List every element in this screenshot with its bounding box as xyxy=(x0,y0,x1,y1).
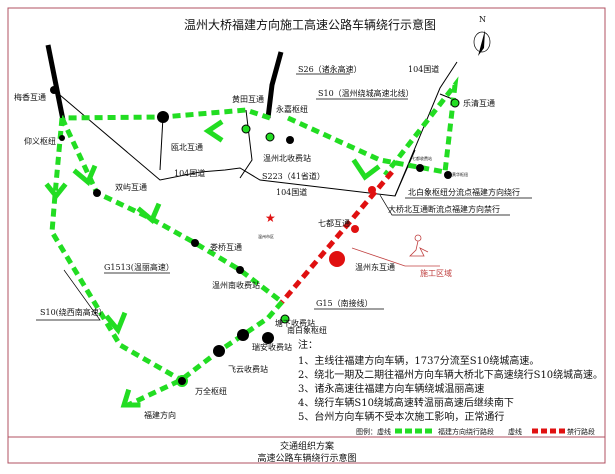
frame xyxy=(7,7,606,464)
label-g1513: G1513(温丽高速） xyxy=(104,262,174,272)
legend: 图例：虚线 福建方向绕行路段 虚线 禁行路段 xyxy=(356,427,595,436)
node-nanbaixiang xyxy=(280,314,290,324)
label-s223: S223（41省道） xyxy=(262,171,325,181)
label-louqiao: 娄桥互通 xyxy=(210,242,242,252)
label-s26: S26（诸永高速） xyxy=(298,64,362,74)
label-huanghua: 黄华枢纽 xyxy=(452,171,468,177)
notes-heading: 注： xyxy=(298,338,318,351)
legend-closed: 禁行路段 xyxy=(567,427,595,436)
node-yueqing xyxy=(450,98,460,108)
node-tangxia xyxy=(262,332,274,344)
label-s10-north: S10（温州绕城高速北线） xyxy=(318,88,414,98)
callout-work-zone: 施工区域 xyxy=(420,268,452,278)
label-huangtian: 黄田互通 xyxy=(232,94,264,104)
label-wanquan: 万全枢纽 xyxy=(195,386,227,396)
legend-detour: 福建方向绕行路段 xyxy=(438,427,494,436)
node-shuangyu xyxy=(93,189,101,197)
label-104-mid: 104国道 xyxy=(174,168,205,178)
label-shuangyu: 双屿互通 xyxy=(115,182,147,192)
label-104-low: 104国道 xyxy=(276,187,307,197)
callout-daqiao: 大桥北互通断流点福建方向禁行 xyxy=(388,204,500,214)
node-huangtian xyxy=(241,124,251,134)
construction-worker-icon xyxy=(351,234,440,267)
map-title: 温州大桥福建方向施工高速公路车辆绕行示意图 xyxy=(184,17,436,32)
node-qidu xyxy=(351,225,359,233)
legend-mid: 虚线 xyxy=(508,427,522,436)
label-yangyi: 仰义枢纽 xyxy=(24,136,56,146)
footer-line-1: 交通组织方案 xyxy=(280,440,334,452)
label-wenzhou-east: 温州东互通 xyxy=(355,262,395,272)
node-daqiao-north xyxy=(368,186,376,194)
legend-prefix: 图例：虚线 xyxy=(356,427,391,436)
label-nanbaixiang: 南白象枢纽 xyxy=(287,325,327,335)
node-qidu-toll xyxy=(416,164,424,172)
label-oubei: 瓯北互通 xyxy=(171,142,203,152)
node-meixiang xyxy=(50,86,58,94)
label-ruian: 瑞安收费站 xyxy=(252,342,292,352)
node-yongjia xyxy=(265,132,275,142)
note-5: 5、台州方向车辆不受本次施工影响，正常通行 xyxy=(298,410,504,423)
note-1: 1、主线往福建方向车辆，1737分流至S10绕城高速。 xyxy=(298,354,539,367)
label-city: 温州市区 xyxy=(258,233,274,239)
label-104-ne: 104国道 xyxy=(408,64,439,74)
label-tangxia: 塘下收费站 xyxy=(275,318,315,328)
node-yangyi xyxy=(59,135,65,141)
label-feiyun: 飞云收费站 xyxy=(228,364,268,374)
footer-line-2: 高速公路车辆绕行示意图 xyxy=(257,452,356,464)
label-yongjia: 永嘉枢纽 xyxy=(276,104,308,114)
detour-route xyxy=(44,76,459,408)
label-wenzhou-south-toll: 温州南收费站 xyxy=(212,280,260,290)
node-wanquan xyxy=(176,375,188,387)
node-oubei xyxy=(157,111,169,123)
label-meixiang: 梅香互通 xyxy=(14,92,46,102)
label-s10-sw: S10(绕西南高速） xyxy=(40,307,107,317)
label-yueqing: 乐清互通 xyxy=(463,98,495,108)
notes: 注： 1、主线往福建方向车辆，1737分流至S10绕城高速。 2、绕北一期及二期… xyxy=(298,338,603,423)
node-huanghua xyxy=(444,171,452,179)
note-2: 2、绕北一期及二期往福州方向车辆大桥北下高速绕行S10绕城高速。 xyxy=(298,368,603,381)
note-3: 3、诸永高速往福建方向车辆绕城温丽高速 xyxy=(298,382,484,395)
node-wenzhou-south-toll xyxy=(236,266,244,274)
label-g15: G15（南接线） xyxy=(316,298,373,308)
node-wenzhou-east xyxy=(329,251,345,267)
north-arrow-icon: N xyxy=(473,15,491,56)
label-qidu: 七都互通 xyxy=(318,218,350,228)
node-feiyun xyxy=(213,345,225,357)
roads xyxy=(45,44,458,197)
leader xyxy=(36,269,101,321)
note-4: 4、绕行车辆S10绕城高速转温丽高速后继续南下 xyxy=(298,396,514,409)
label-qidu-toll: 七都收费站 xyxy=(412,155,432,161)
node-ruian xyxy=(237,329,249,341)
callout-beibaixiang: 北白象枢纽分流点福建方向绕行 xyxy=(408,187,520,197)
leader xyxy=(379,194,510,216)
node-wenzhou-north-toll xyxy=(286,136,294,144)
label-wenzhou-north-toll: 温州北收费站 xyxy=(263,153,311,163)
city-star-icon: ★ xyxy=(265,211,276,225)
closed-route xyxy=(280,170,394,304)
label-fujian-direction: 福建方向 xyxy=(144,410,176,420)
node-louqiao xyxy=(191,239,199,247)
svg-text:N: N xyxy=(479,15,486,24)
